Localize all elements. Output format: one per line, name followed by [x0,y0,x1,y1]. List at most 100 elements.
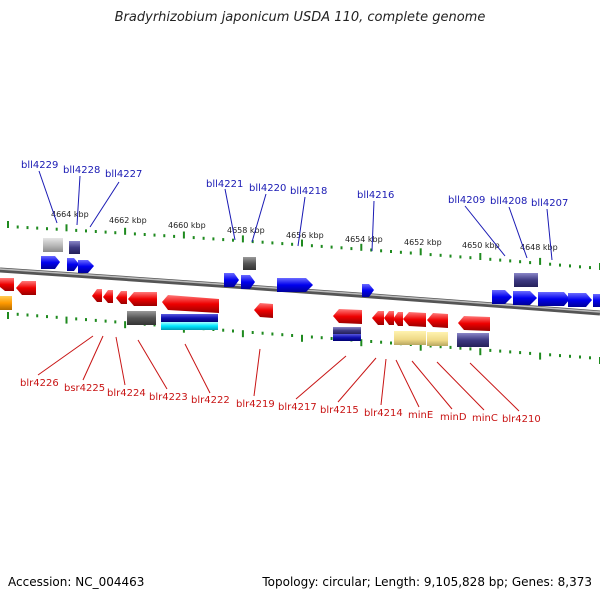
gene-label-blr4219[interactable]: blr4219 [236,399,275,410]
gene-label-blr4215[interactable]: blr4215 [320,405,359,416]
feature-box[interactable] [243,257,256,270]
gene-label-bll4209[interactable]: bll4209 [448,195,485,206]
gene-arrow-bll4221[interactable] [224,273,239,287]
gene-label-bll4221[interactable]: bll4221 [206,179,243,190]
gene-label-blr4223[interactable]: blr4223 [149,392,188,403]
gene-arrow-bll4227[interactable] [78,260,94,273]
top-strand-genes [41,256,600,307]
minor-scale-tick [370,248,373,252]
gene-label-bll4216[interactable]: bll4216 [357,190,394,201]
scale-labels: 4664 kbp 4662 kbp 4660 kbp 4658 kbp 4656… [51,210,558,252]
minor-scale-tick [46,227,48,231]
gene-arrow-bll4229[interactable] [41,256,60,269]
feature-box[interactable] [161,322,218,330]
gene-label-minE[interactable]: minE [408,410,433,421]
gene-label-bll4218[interactable]: bll4218 [290,186,327,197]
minor-scale-tick [281,242,284,246]
gene-arrow-minC[interactable] [427,313,448,328]
gene-arrow-bll4209[interactable] [492,290,512,304]
feature-box[interactable] [333,334,361,341]
feature-box[interactable] [427,332,448,346]
gene-arrow-blr4219[interactable] [254,303,273,318]
gene-label-bll4228[interactable]: bll4228 [63,165,100,176]
minor-scale-tick [499,349,502,353]
gene-arrow-bsr4225[interactable] [92,289,102,302]
gene-arrow-bll4216[interactable] [362,284,374,297]
gene-arrow-blr4224[interactable] [116,291,127,304]
bottom-strand-genes [0,278,490,331]
gene-arrow[interactable] [593,294,600,307]
gene-arrow-blr4210[interactable] [458,316,490,331]
gene-arrow[interactable] [103,290,113,303]
gene-label-bll4208[interactable]: bll4208 [490,196,527,207]
minor-scale-tick [202,236,205,240]
minor-scale-tick [222,328,225,332]
major-scale-tick [539,352,542,360]
gene-arrow-blr4217[interactable] [333,309,362,324]
feature-box[interactable] [457,333,489,347]
gene-label-bll4227[interactable]: bll4227 [105,169,142,180]
gene-label-blr4222[interactable]: blr4222 [191,395,230,406]
feature-box[interactable] [127,311,156,325]
feature-box[interactable] [394,331,426,345]
gene-arrow-blr4223[interactable] [128,292,157,306]
gene-arrow-blr4226[interactable] [16,281,36,295]
gene-label-blr4224[interactable]: blr4224 [107,388,146,399]
minor-scale-tick [579,265,581,269]
gene-label-bll4207[interactable]: bll4207 [531,198,568,209]
gene-label-bll4220[interactable]: bll4220 [249,183,286,194]
major-scale-tick [7,312,9,319]
minor-scale-tick [232,329,234,333]
gene-arrow-bll4228[interactable] [67,258,79,271]
major-scale-tick [7,221,9,228]
minor-scale-tick [330,337,333,340]
major-scale-tick [479,348,482,356]
minor-scale-tick [261,331,264,335]
minor-scale-tick [370,340,373,343]
minor-scale-tick [222,238,225,242]
gene-label-blr4214[interactable]: blr4214 [364,408,403,419]
gene-arrow-minD[interactable] [403,312,426,327]
minor-scale-tick [569,264,571,268]
gene-label-blr4210[interactable]: blr4210 [502,414,541,425]
feature-box[interactable] [0,296,12,310]
feature-box[interactable] [333,327,361,334]
feature-box[interactable] [43,238,63,252]
minor-scale-tick [320,244,323,248]
minor-scale-tick [469,347,472,351]
feature-box[interactable] [161,314,218,322]
gene-arrow-bll4207[interactable] [538,292,570,306]
minor-scale-tick [310,244,313,248]
minor-scale-tick [163,234,166,238]
major-scale-tick [419,248,422,256]
gene-label-blr4217[interactable]: blr4217 [278,402,317,413]
gene-label-bll4229[interactable]: bll4229 [21,160,58,171]
major-scale-tick [124,321,127,329]
gene-arrow[interactable] [568,293,592,307]
gene-label-blr4226[interactable]: blr4226 [20,378,59,389]
gene-arrow-blr4214[interactable] [384,311,394,325]
gene-arrow-bll4220[interactable] [241,275,255,289]
minor-scale-tick [36,314,39,318]
top-leader-lines [38,170,553,261]
minor-scale-tick [251,240,254,244]
gene-label-minC[interactable]: minC [472,413,498,424]
feature-box[interactable] [514,273,538,287]
minor-scale-tick [232,238,234,242]
genome-summary-text: Topology: circular; Length: 9,105,828 bp… [262,575,592,589]
minor-scale-tick [549,262,552,266]
gene-label-bsr4225[interactable]: bsr4225 [64,383,105,394]
minor-scale-tick [16,225,19,229]
gene-arrow-minE[interactable] [393,312,403,326]
gene-label-minD[interactable]: minD [440,412,467,423]
gene-arrow[interactable] [0,278,14,291]
minor-scale-tick [390,341,392,345]
minor-scale-tick [26,226,29,230]
scale-label: 4658 kbp [227,226,265,235]
gene-arrow-blr4222[interactable] [162,295,219,313]
gene-arrow-bll4208[interactable] [513,291,537,305]
gene-arrow-blr4215[interactable] [372,311,384,325]
gene-arrow-bll4218[interactable] [277,278,313,292]
feature-box[interactable] [69,241,80,254]
